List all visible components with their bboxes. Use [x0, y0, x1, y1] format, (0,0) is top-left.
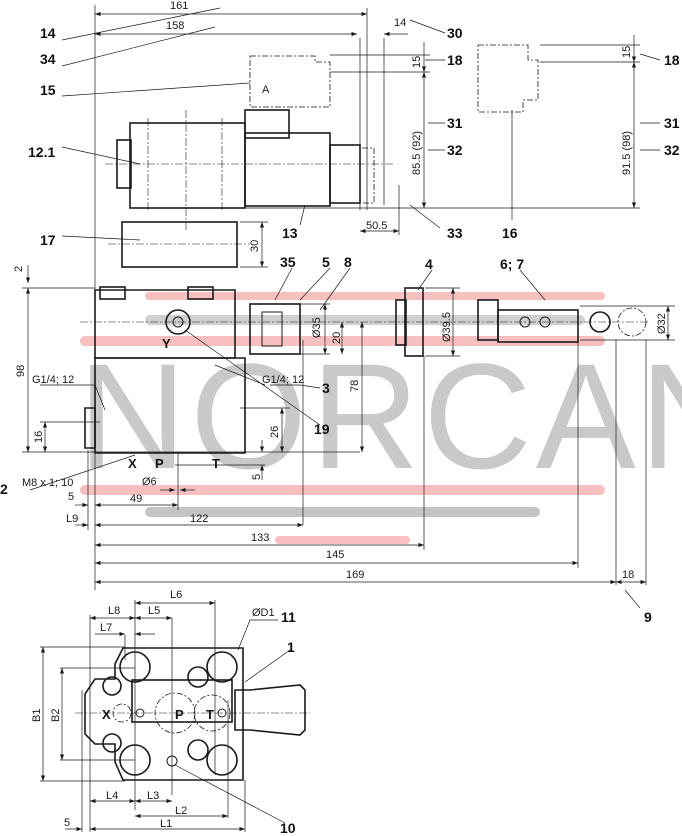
- dim-49: 49: [130, 493, 142, 505]
- dim-d1: ØD1: [252, 607, 275, 619]
- dim-g14-left: G1/4; 12: [32, 374, 74, 386]
- dim-169: 169: [346, 569, 364, 581]
- dim-122: 122: [190, 513, 208, 525]
- port-p-label: P: [155, 456, 164, 471]
- dim-d6: Ø6: [142, 476, 157, 488]
- dim-158: 158: [166, 20, 184, 32]
- dim-98: 98: [15, 365, 27, 377]
- callout-4: 4: [425, 256, 433, 272]
- dim-l6: L6: [170, 589, 182, 601]
- callout-18-right: 18: [664, 52, 680, 68]
- callout-16: 16: [502, 225, 518, 241]
- side-view: 98 G1/4; 12 G1/4; 12 16 Ø35 20 Ø39.5 Ø32…: [0, 254, 675, 625]
- callout-18: 18: [447, 52, 463, 68]
- callout-6-7: 6; 7: [500, 256, 524, 272]
- dim-18: 18: [622, 569, 634, 581]
- port-x-label: X: [128, 456, 137, 471]
- connector-a-label: A: [262, 84, 270, 96]
- bottom-port-x-label: X: [102, 707, 111, 722]
- dim-l7: L7: [100, 622, 112, 634]
- dim-5-vertical: 5: [251, 474, 263, 480]
- callout-15: 15: [40, 82, 56, 98]
- dim-14: 14: [394, 17, 406, 29]
- callout-17: 17: [40, 232, 56, 248]
- callout-10: 10: [280, 820, 296, 836]
- callout-2: 2: [0, 481, 8, 497]
- callout-19: 19: [314, 421, 330, 437]
- callout-32: 32: [447, 142, 463, 158]
- port-y-label: Y: [162, 336, 171, 351]
- bottom-port-p-label: P: [175, 707, 184, 722]
- callout-32-right: 32: [664, 142, 680, 158]
- callout-3: 3: [322, 380, 330, 396]
- dim-d39-5: Ø39.5: [441, 312, 453, 342]
- dim-5-bottom: 5: [64, 817, 70, 829]
- dim-b2: B2: [50, 709, 62, 722]
- dim-30: 30: [249, 240, 261, 252]
- dim-26: 26: [269, 426, 281, 438]
- dim-d32: Ø32: [656, 313, 668, 334]
- dim-l2: L2: [175, 805, 187, 817]
- callout-1: 1: [287, 639, 295, 655]
- bottom-port-t-label: T: [206, 707, 214, 722]
- callout-14: 14: [40, 25, 56, 41]
- dim-g14-right: G1/4; 12: [262, 374, 304, 386]
- dim-l9: L9: [66, 513, 78, 525]
- dim-20: 20: [331, 332, 343, 344]
- dim-145: 145: [326, 549, 344, 561]
- callout-31: 31: [447, 115, 463, 131]
- callout-33: 33: [447, 225, 463, 241]
- watermark-text: NORCAN: [78, 332, 682, 500]
- dim-l5: L5: [148, 605, 160, 617]
- dim-85-5: 85.5 (92): [411, 131, 423, 175]
- dim-133: 133: [251, 532, 269, 544]
- callout-12-1: 12.1: [28, 144, 55, 160]
- dim-l4: L4: [106, 790, 118, 802]
- dim-m8: M8 x 1; 10: [22, 477, 73, 489]
- dim-91-5: 91.5 (98): [621, 131, 633, 175]
- norcan-watermark: NORCAN: [78, 292, 682, 544]
- dim-15: 15: [411, 56, 423, 68]
- dim-78: 78: [349, 380, 361, 392]
- callout-8: 8: [344, 254, 352, 270]
- dim-161: 161: [170, 0, 188, 12]
- callout-5: 5: [322, 254, 330, 270]
- dim-l1: L1: [160, 818, 172, 830]
- callout-34: 34: [40, 51, 56, 67]
- callout-11: 11: [281, 609, 296, 625]
- callout-31-right: 31: [664, 115, 680, 131]
- dim-d35: Ø35: [311, 317, 323, 338]
- dim-l8: L8: [108, 605, 120, 617]
- dim-b1: B1: [31, 709, 43, 722]
- dim-2: 2: [13, 266, 25, 272]
- port-t-label: T: [212, 456, 220, 471]
- dim-50-5: 50.5: [366, 220, 387, 232]
- bottom-view: L6 L8 L5 L7 ØD1 B1 B2 L4 L3 L2 L1 5 X P …: [31, 589, 310, 836]
- dim-5: 5: [68, 491, 74, 503]
- dim-16: 16: [33, 431, 45, 443]
- callout-30: 30: [447, 25, 463, 41]
- callout-13: 13: [282, 225, 298, 241]
- callout-35: 35: [280, 254, 296, 270]
- dim-l3: L3: [147, 790, 159, 802]
- dim-15-right: 15: [621, 46, 633, 58]
- callout-9: 9: [644, 609, 652, 625]
